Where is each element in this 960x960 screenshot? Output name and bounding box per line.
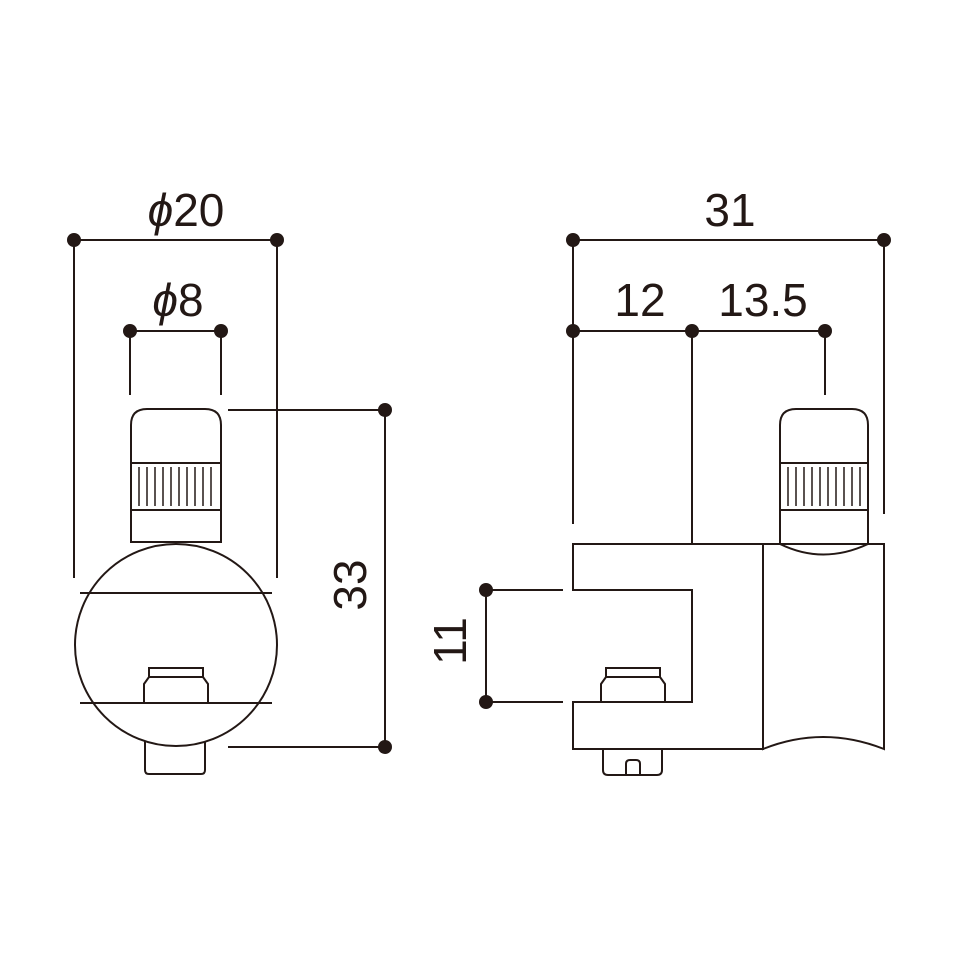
nut-top [148,667,204,678]
nut-body [143,676,209,704]
screw-head [602,747,663,776]
nut-body [600,676,666,703]
knob-top [130,408,222,464]
dimension-width-parts: 12 13.5 [566,274,832,565]
knob-collar [779,509,869,545]
dim-endpoint [566,233,580,247]
dim-label-gap-height: 11 [424,617,476,665]
dim-endpoint [877,233,891,247]
cylinder-section [762,543,885,751]
dimension-diameter-inner: ϕ8 [123,274,228,395]
knurl-lines [787,467,861,506]
dim-endpoint [270,233,284,247]
cylinder-top-curve [779,543,869,556]
dim-endpoint [123,324,137,338]
screw-stub-side [602,747,663,776]
dim-endpoint [479,583,493,597]
dim-label-diameter-outer: ϕ20 [148,184,225,236]
knob-collar [130,509,222,543]
dim-label-height-total: 33 [324,559,376,610]
knurl-lines [138,467,212,506]
dimension-gap-height: 11 [424,583,563,709]
screw-slot [625,759,641,775]
nut-side [600,667,666,703]
knob-cap-side [779,408,869,545]
dim-endpoint [67,233,81,247]
dim-endpoint [566,324,580,338]
dimension-height-total: 33 [228,403,392,754]
dim-endpoint [818,324,832,338]
knob-cap [130,408,222,543]
dimension-diameter-outer: ϕ20 [67,184,284,578]
dimension-width-total: 31 [566,184,891,524]
dim-endpoint [378,740,392,754]
dim-endpoint [479,695,493,709]
nut-top [605,667,661,678]
dim-endpoint [214,324,228,338]
nut [143,667,209,704]
dim-endpoint [378,403,392,417]
front-view: ϕ20 ϕ8 33 [67,184,392,775]
dim-label-width-right: 13.5 [718,274,808,326]
knurl-band [130,462,222,511]
ball-body [74,543,278,747]
dim-label-width-left: 12 [614,274,665,326]
dim-endpoint [685,324,699,338]
clamp-body [572,543,764,750]
dim-label-width-total: 31 [704,184,755,236]
side-view: 31 12 13.5 11 [424,184,891,776]
dim-label-diameter-inner: ϕ8 [152,274,203,326]
knurl-band [779,462,869,511]
knob-top [779,408,869,464]
